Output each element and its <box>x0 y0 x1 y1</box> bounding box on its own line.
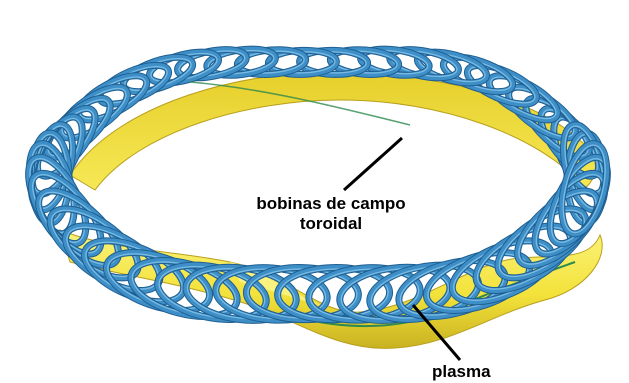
toroidal-coils-back <box>22 45 614 202</box>
plasma-label: plasma <box>432 362 491 382</box>
coils-pointer-line <box>344 138 402 190</box>
coils-label: bobinas de campo toroidal <box>236 194 426 234</box>
coils-label-line1: bobinas de campo <box>236 194 426 214</box>
coils-label-line2: toroidal <box>236 214 426 234</box>
